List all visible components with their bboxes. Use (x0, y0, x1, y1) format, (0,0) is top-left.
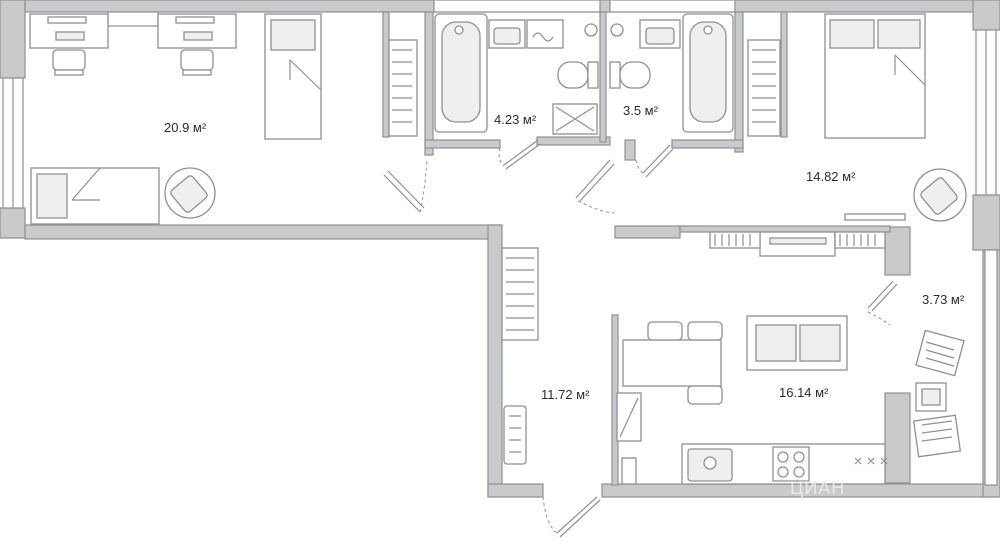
area-label-bedroom-right: 14.82 м² (806, 169, 856, 184)
toilet-fixtures (609, 13, 734, 133)
area-label-hall: 11.72 м² (541, 387, 590, 402)
bedroom-left-furniture (29, 13, 418, 225)
windows (2, 0, 998, 486)
doors (383, 139, 898, 538)
area-label-bathroom: 4.23 м² (494, 112, 537, 127)
hall-furniture (501, 247, 539, 465)
walls (0, 0, 1000, 498)
bathroom-fixtures (434, 13, 599, 135)
area-label-kitchen-living: 16.14 м² (779, 385, 829, 400)
area-label-bedroom-left: 20.9 м² (164, 120, 207, 135)
balcony-furniture (912, 329, 965, 458)
watermark: ЦИАН (790, 478, 846, 498)
bedroom-right-furniture (709, 13, 967, 257)
area-label-toilet: 3.5 м² (623, 103, 658, 118)
kitchen-living-furniture (616, 315, 888, 485)
area-label-balcony: 3.73 м² (922, 292, 965, 307)
